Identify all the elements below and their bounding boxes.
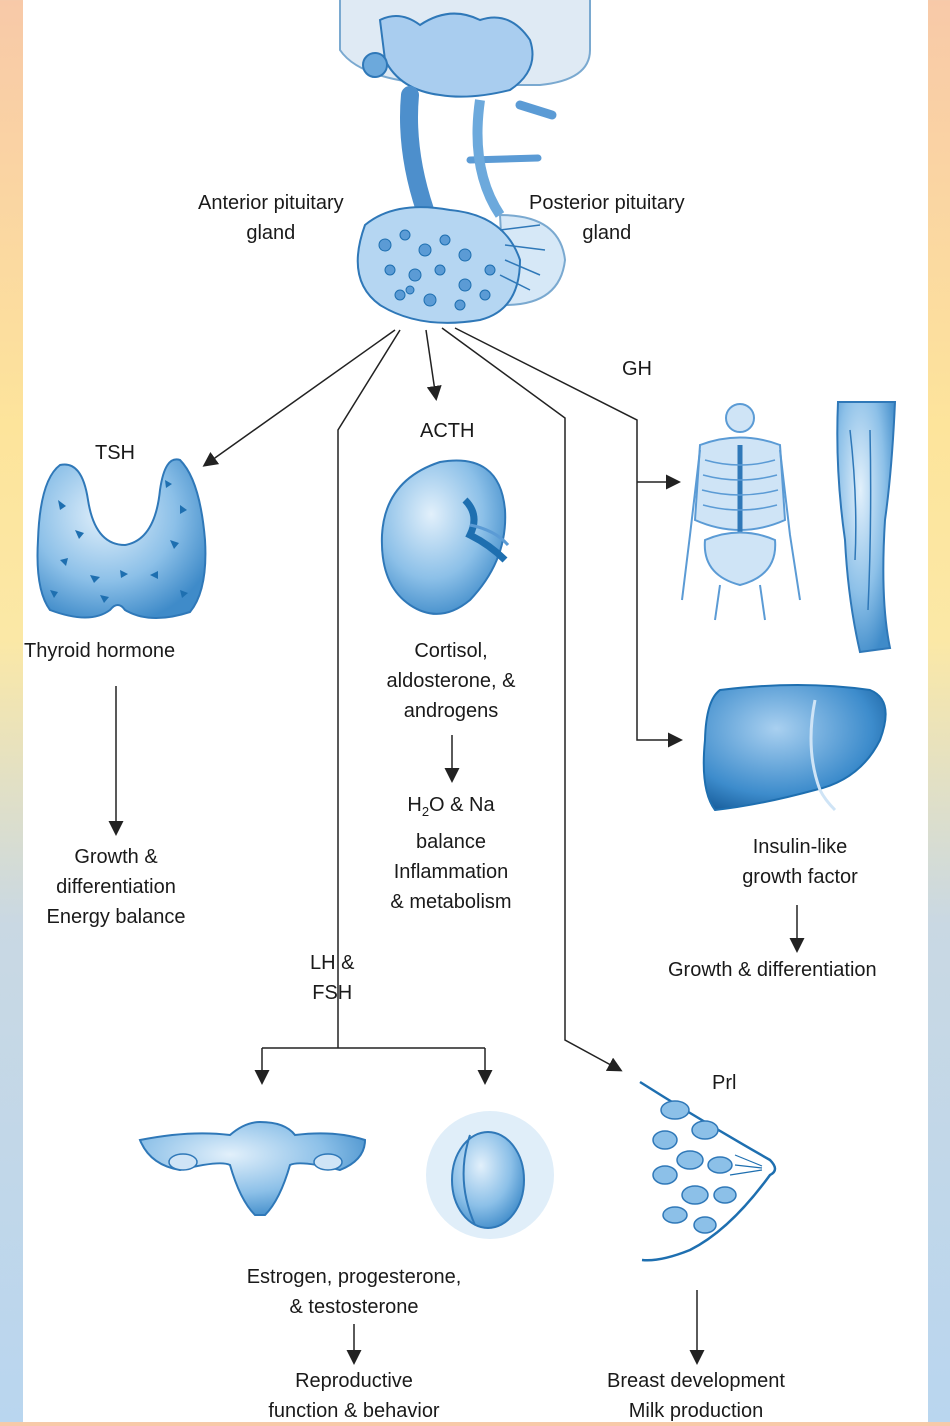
thyroid-icon — [38, 459, 206, 618]
liver-icon — [704, 685, 886, 810]
igf-effects-label: Growth & differentiation — [668, 955, 877, 985]
tsh-label: TSH — [95, 438, 135, 468]
adrenal-products-label: Cortisol, aldosterone, & androgens — [356, 636, 546, 726]
gonad-products-label: Estrogen, progesterone, & testosterone — [214, 1262, 494, 1322]
kidney-adrenal-icon — [382, 461, 508, 614]
uterus-ovaries-icon — [140, 1122, 365, 1215]
testis-icon — [426, 1111, 554, 1239]
gh-label: GH — [622, 354, 652, 384]
prl-label: Prl — [712, 1068, 736, 1098]
adrenal-effects-label: H2O & Na balance Inflammation & metaboli… — [356, 790, 546, 917]
acth-label: ACTH — [420, 416, 474, 446]
anterior-pituitary-label: Anterior pituitary gland — [198, 188, 344, 248]
posterior-pituitary-label: Posterior pituitary gland — [529, 188, 685, 248]
breast-effects-label: Breast development Milk production — [578, 1366, 814, 1426]
skeleton-icon — [682, 404, 800, 620]
thyroid-effects-label: Growth & differentiation Energy balance — [23, 842, 209, 932]
thyroid-hormone-label: Thyroid hormone — [24, 636, 175, 666]
lh-fsh-label: LH & FSH — [310, 948, 354, 1008]
igf-label: Insulin-like growth factor — [720, 832, 880, 892]
leg-icon — [837, 402, 895, 652]
pituitary-gland-icon — [340, 0, 590, 323]
breast-icon — [640, 1082, 775, 1260]
gonad-effects-label: Reproductive function & behavior — [234, 1366, 474, 1426]
